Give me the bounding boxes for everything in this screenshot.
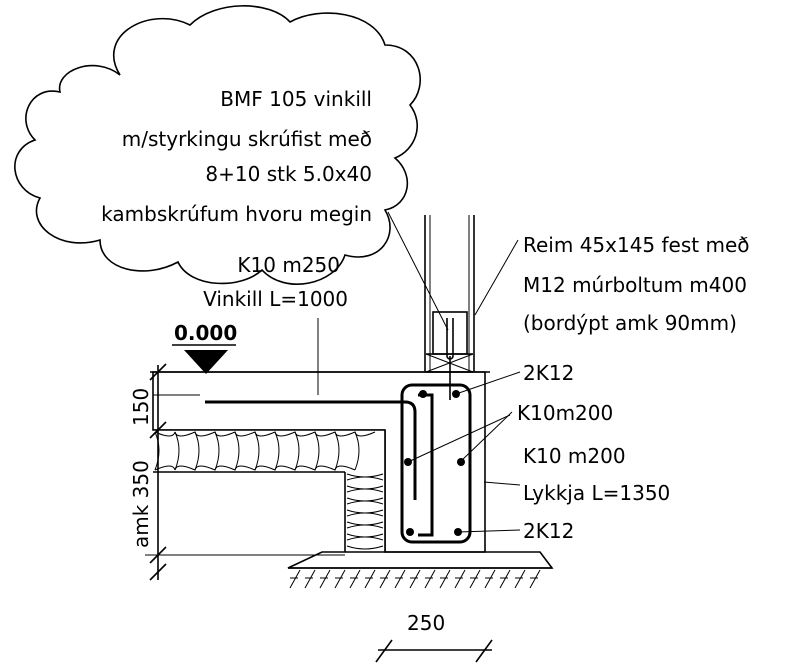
leader-top-bars [455,371,521,395]
reim-note-line-1: Reim 45x145 fest með [523,233,750,257]
leader-loop [483,481,521,486]
stirrups-label-a: K10m200 [517,401,613,425]
slab-thickness-dimension: 150 [129,388,153,426]
leader-stirrup-a [459,411,513,463]
left-dimension: 150 amk 350 [129,363,345,581]
edge-insulation [344,430,386,552]
level-marker-label: 0.000 [174,321,237,345]
level-triangle-icon [184,350,228,374]
bottom-bars-label: 2K12 [523,519,574,543]
reim-note-line-3: (bordýpt amk 90mm) [523,311,737,335]
stirrups-label-b: K10 m200 [523,444,626,468]
slab-insulation [153,429,385,473]
bottom-dimension: 250 [375,611,493,663]
loop-label: Lykkja L=1350 [523,481,670,505]
cloud-note-line-1: BMF 105 vinkill [220,87,372,111]
anchor-bolt [446,318,454,400]
cloud-note-line-3: 8+10 stk 5.0x40 [205,162,372,186]
level-marker: 0.000 [172,321,237,374]
footing-width-dimension: 250 [407,611,445,635]
insulation-depth-dimension: amk 350 [129,460,153,548]
angle-label: Vinkill L=1000 [203,287,348,311]
leader-reim [474,239,519,316]
ground-line [287,551,554,589]
leader-stirrup-a2 [407,414,511,463]
cloud-note-line-2: m/styrkingu skrúfist með [122,127,372,151]
reinforcement-cage [205,383,472,544]
leader-bottom-bars [457,529,521,533]
slab-bar-label: K10 m250 [237,253,340,277]
cloud-note-line-4: kambskrúfum hvoru megin [101,202,372,226]
cloud-leader-line [387,211,449,331]
wall-studs [424,215,475,372]
cloud-callout: BMF 105 vinkill m/styrkingu skrúfist með… [14,5,421,285]
reim-note-line-2: M12 múrboltum m400 [523,273,747,297]
top-bars-label: 2K12 [523,361,574,385]
